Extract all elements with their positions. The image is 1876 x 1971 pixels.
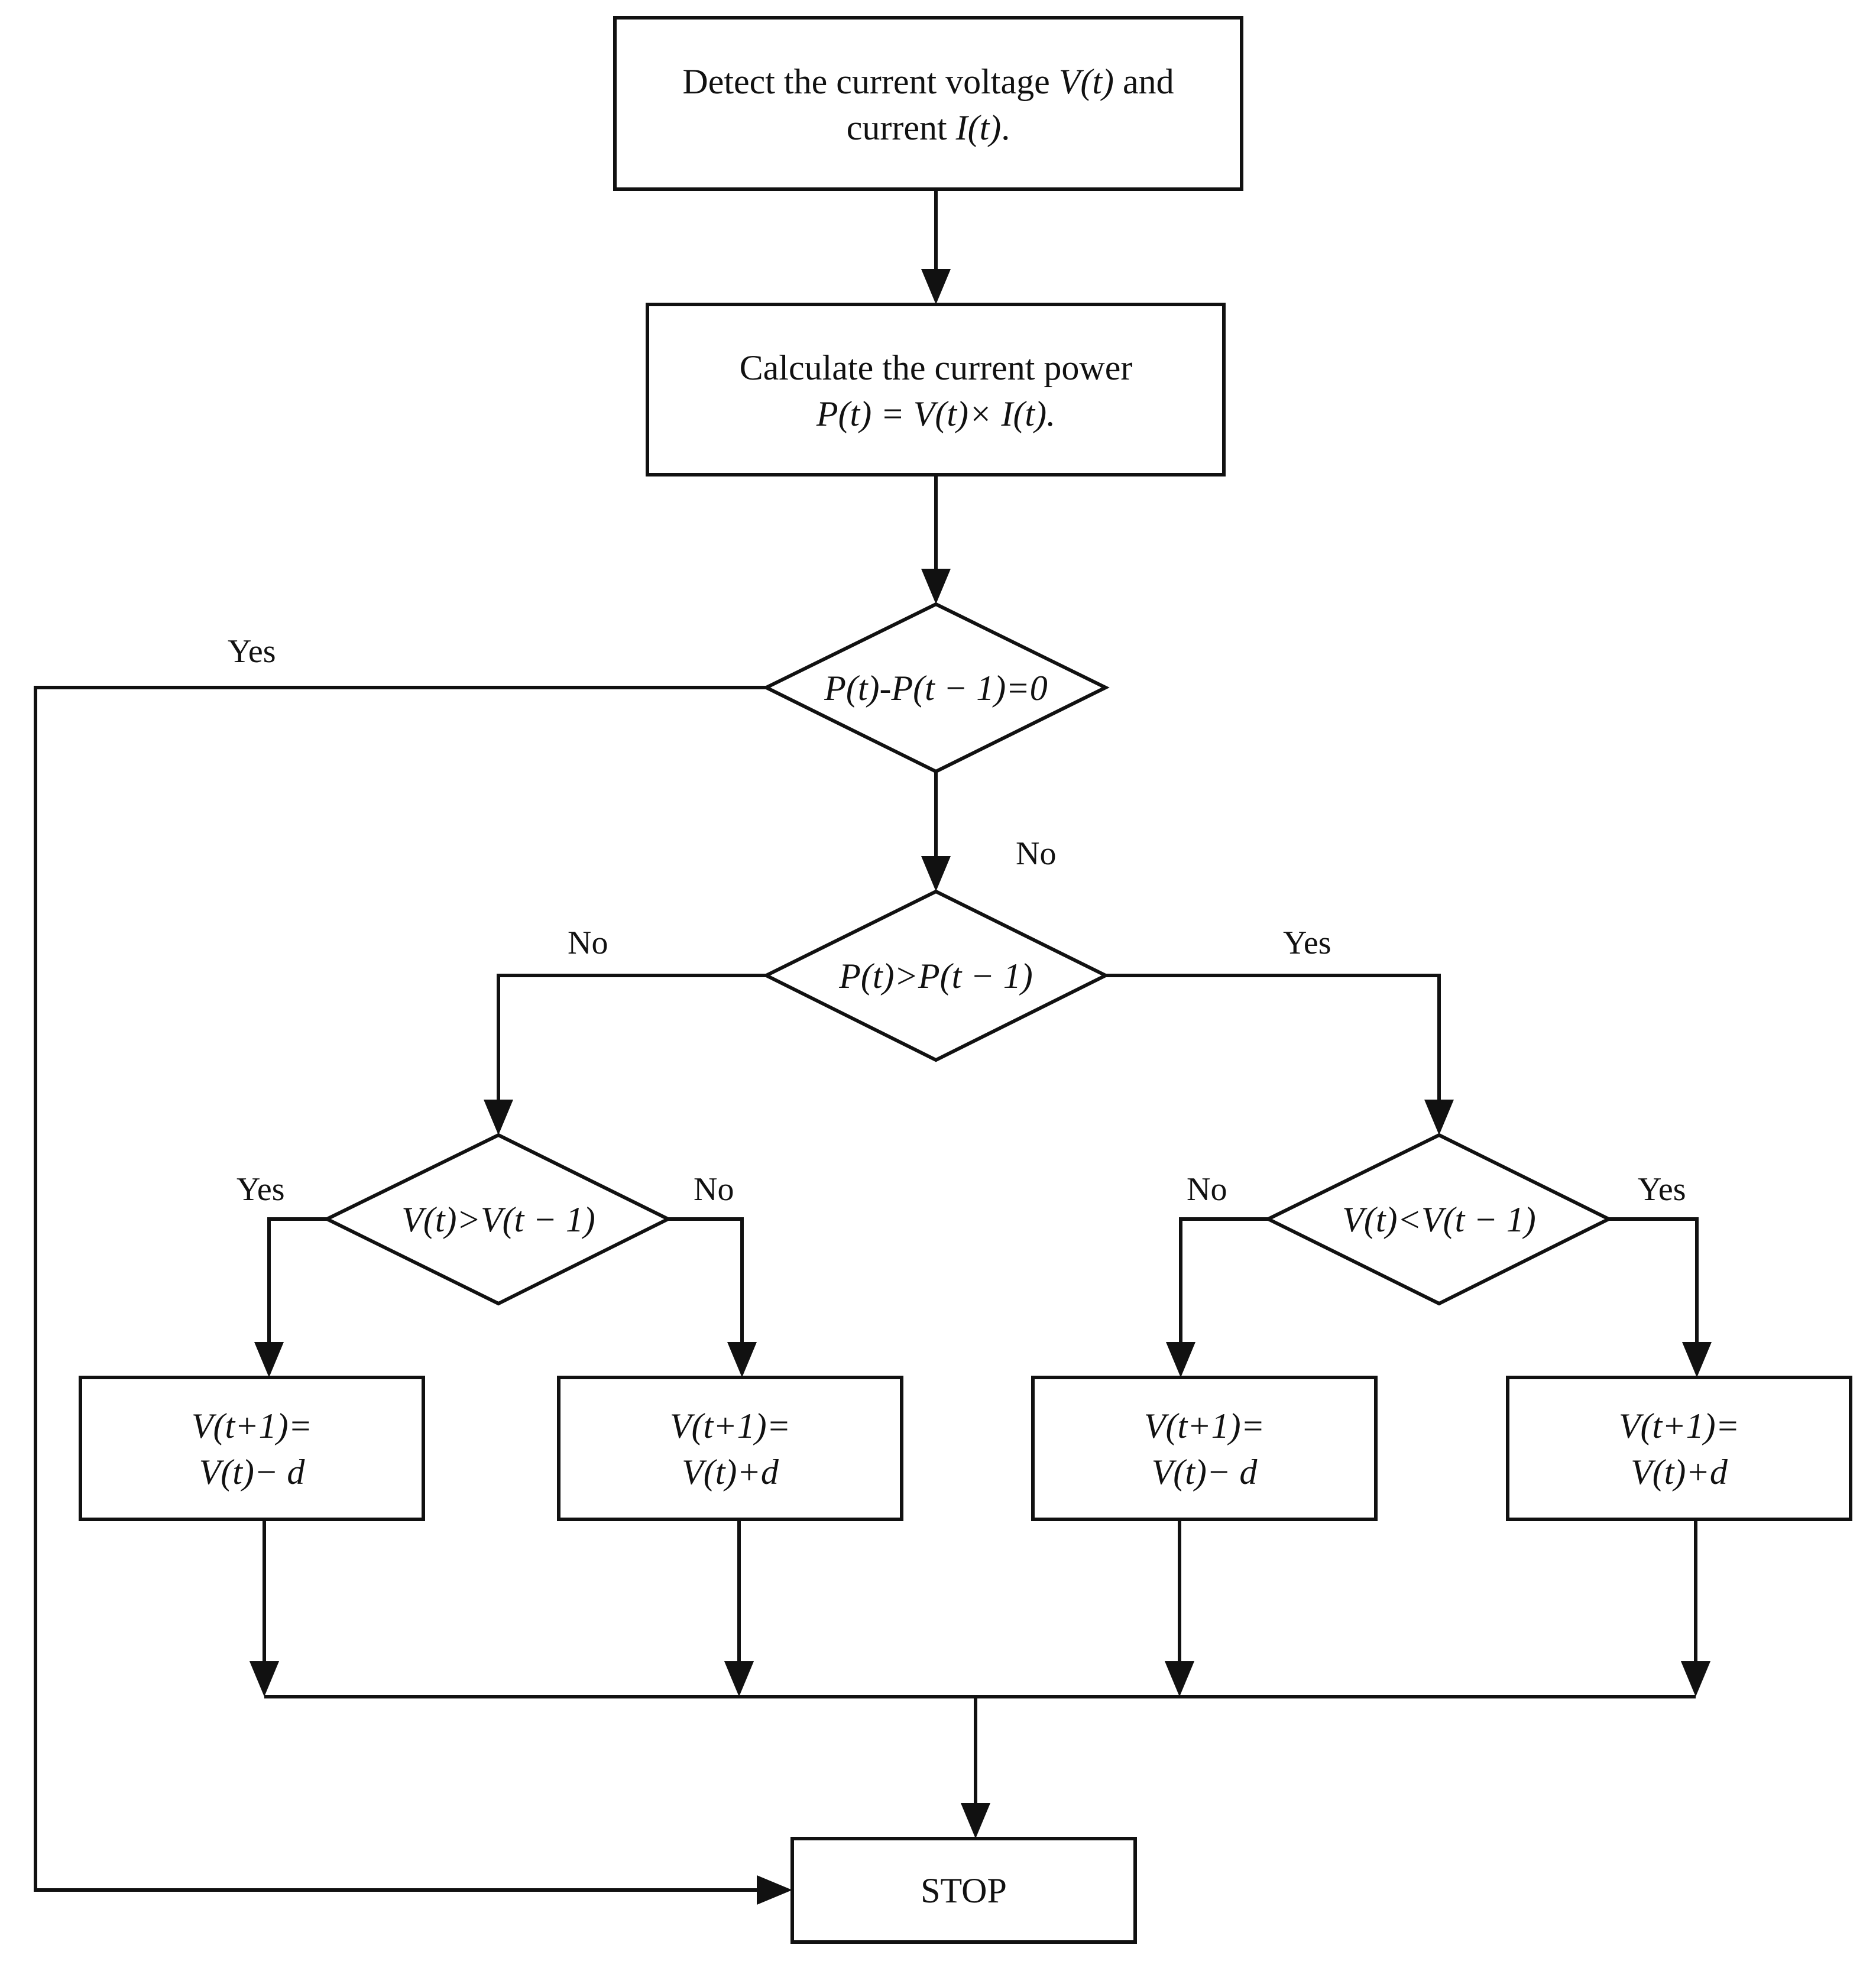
decision-voltage-greater-text: V(t)>V(t − 1) [401,1200,595,1239]
increase-box-left-line-1: V(t+1)= [670,1406,790,1445]
calculate-power-box: Calculate the current power P(t) = V(t)×… [646,303,1226,476]
label-equal-no: No [1016,835,1056,872]
increase-box-right-line-2: V(t)+d [1631,1453,1728,1492]
decrease-voltage-box-right: V(t+1)= V(t)− d [1031,1376,1378,1521]
arrow-voltage-greater-no-to-increase [668,1217,757,1377]
decision-voltage-greater: V(t)>V(t − 1) [323,1133,672,1306]
label-power-no: No [568,925,608,961]
label-voltage-less-no: No [1187,1171,1227,1208]
increase-voltage-box-right: V(t+1)= V(t)+d [1506,1376,1852,1521]
arrow-decision-power-yes-to-voltage-less [1106,974,1454,1135]
decision-voltage-less: V(t)<V(t − 1) [1264,1133,1613,1306]
arrow-increase-right-to-merge [1681,1519,1710,1697]
arrow-voltage-greater-yes-to-decrease [254,1217,327,1377]
label-equal-yes: Yes [228,633,276,670]
detect-box-line-2: current I(t). [847,108,1010,147]
label-power-yes: Yes [1283,925,1331,961]
decrease-box-left-line-1: V(t+1)= [192,1406,312,1445]
increase-box-left-line-2: V(t)+d [682,1453,779,1492]
stop-box-text: STOP [921,1871,1007,1910]
decision-voltage-less-text: V(t)<V(t − 1) [1342,1200,1536,1239]
decrease-box-left-line-2: V(t)− d [199,1453,306,1492]
decrease-voltage-box-left: V(t+1)= V(t)− d [79,1376,425,1521]
decision-power-increased: P(t)>P(t − 1) [762,889,1110,1062]
label-voltage-less-yes: Yes [1638,1171,1686,1208]
decision-power-equal: P(t)-P(t − 1)=0 [762,602,1110,774]
label-voltage-greater-no: No [694,1171,734,1208]
arrow-voltage-less-yes-to-increase [1609,1217,1712,1377]
arrow-decision-power-no-to-voltage-greater [484,974,766,1135]
label-voltage-greater-yes: Yes [236,1171,284,1208]
decrease-box-right-line-1: V(t+1)= [1144,1406,1265,1445]
decision-power-equal-text: P(t)-P(t − 1)=0 [824,669,1048,708]
arrow-voltage-less-no-to-decrease [1166,1217,1268,1377]
arrow-decision-equal-yes-to-stop [34,686,792,1905]
detect-box-line-1: Detect the current voltage V(t) and [682,62,1174,101]
arrow-decrease-left-to-merge [250,1519,279,1697]
calculate-box-line-1: Calculate the current power [740,348,1133,387]
arrow-calculate-to-decision-equal [921,475,951,604]
arrow-merge-to-stop [961,1697,990,1839]
arrow-detect-to-calculate [921,189,951,304]
decrease-box-right-line-2: V(t)− d [1152,1453,1258,1492]
calculate-box-line-2: P(t) = V(t)× I(t). [816,394,1055,433]
decision-power-increased-text: P(t)>P(t − 1) [838,957,1033,996]
arrow-decrease-right-to-merge [1165,1519,1194,1697]
arrow-increase-left-to-merge [724,1519,754,1697]
detect-voltage-current-box: Detect the current voltage V(t) and curr… [613,16,1243,191]
arrow-decision-equal-to-decision-power [921,771,951,892]
increase-voltage-box-left: V(t+1)= V(t)+d [557,1376,903,1521]
increase-box-right-line-1: V(t+1)= [1619,1406,1739,1445]
stop-box: STOP [790,1837,1137,1944]
